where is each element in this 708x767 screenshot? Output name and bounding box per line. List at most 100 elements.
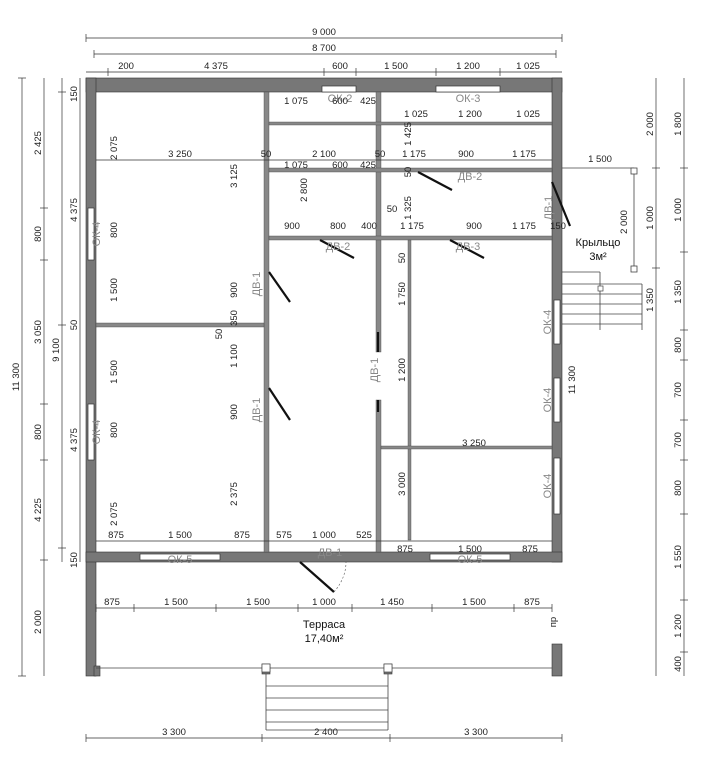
dim-50-d: 50: [387, 204, 398, 215]
terrace-area: 17,40м²: [305, 633, 344, 645]
dim-1175-d: 1 175: [512, 221, 536, 232]
dim-1425: 1 425: [403, 122, 414, 146]
dim-1500-b: 1 500: [109, 278, 120, 302]
dim-width-total: 9 000: [312, 27, 336, 38]
dim-1000-right: 1 000: [673, 198, 684, 222]
top-dimensions: 9 000 8 700 200 4 375 600 1 500 1 200 1 …: [85, 27, 563, 76]
dim-3000: 3 000: [397, 472, 408, 496]
dim-terrace-1500-c: 1 500: [462, 597, 486, 608]
dim-height-right: 11 300: [567, 366, 578, 394]
doors: [268, 171, 572, 593]
dim-1550-right: 1 550: [673, 545, 684, 569]
dim-1100: 1 100: [229, 344, 240, 368]
dim-terrace-1500-b: 1 500: [246, 597, 270, 608]
dim-50-b: 50: [375, 149, 386, 160]
label-dv1-entry: ДВ-1: [318, 547, 343, 559]
dim-525: 525: [356, 530, 372, 541]
dim-400: 400: [361, 221, 377, 232]
window-ok4-right-a: [553, 299, 561, 345]
dim-875-d: 875: [522, 544, 538, 555]
door-dv3: [449, 239, 485, 259]
door-dv1-a: [268, 271, 291, 303]
dim-2800: 2 800: [299, 178, 310, 202]
dim-4375-left-a: 4 375: [69, 198, 80, 222]
left-dimensions: 11 300 2 425 800 3 050 800 4 225 2 000 9…: [11, 77, 81, 677]
porch-area: 3м²: [589, 251, 607, 263]
dim-2425: 2 425: [33, 131, 44, 155]
door-dv1-porch: [550, 181, 572, 227]
dim-900-b: 900: [284, 221, 300, 232]
window-ok4-left-top: [87, 207, 95, 261]
label-dv1-a: ДВ-1: [251, 272, 263, 297]
porch-label: Крыльцо: [576, 237, 621, 249]
dim-875-c: 875: [397, 544, 413, 555]
terrace-label: Терраса: [303, 619, 346, 631]
dim-700-right-b: 700: [673, 432, 684, 448]
dim-1175-b: 1 175: [512, 149, 536, 160]
window-ok4-right-c: [553, 457, 561, 515]
dim-150-left-bottom: 150: [69, 552, 80, 568]
dim-50-a: 50: [261, 149, 272, 160]
label-ok4-left-bottom: ОК-4: [91, 420, 103, 445]
terrace: 875 1 500 1 500 1 000 1 450 1 500 875 Те…: [95, 597, 559, 669]
dim-height-house: 9 100: [51, 338, 62, 362]
dim-1325: 1 325: [403, 196, 414, 220]
dim-3125: 3 125: [229, 164, 240, 188]
dim-800-right-b: 800: [673, 480, 684, 496]
door-dv2-b: [417, 171, 453, 191]
label-ok5-left: ОК-5: [168, 554, 193, 566]
dim-900-c: 900: [466, 221, 482, 232]
dim-1000-b: 1 000: [312, 530, 336, 541]
dim-1350-right-b: 1 350: [645, 288, 656, 312]
dim-terrace-1500-a: 1 500: [164, 597, 188, 608]
dim-1500-c: 1 500: [109, 360, 120, 384]
dim-900-e: 900: [229, 404, 240, 420]
dim-900-a: 900: [458, 149, 474, 160]
dim-900-d: 900: [229, 282, 240, 298]
dim-875-a: 875: [108, 530, 124, 541]
dim-height-total: 11 300: [11, 363, 22, 391]
dim-4375-left-b: 4 375: [69, 428, 80, 452]
dim-600-top: 600: [332, 61, 348, 72]
label-dv2-b: ДВ-2: [458, 171, 483, 183]
dim-1500-top: 1 500: [384, 61, 408, 72]
dim-1500-d: 1 500: [168, 530, 192, 541]
dim-3300-right: 3 300: [464, 727, 488, 738]
dim-2075-b: 2 075: [109, 502, 120, 526]
dim-600-b: 600: [332, 160, 348, 171]
dim-50-c: 50: [403, 167, 414, 178]
dim-800-right-a: 800: [673, 337, 684, 353]
dim-150-left-top: 150: [69, 86, 80, 102]
window-ok5-right: [429, 553, 511, 561]
interior-walls: [95, 91, 553, 553]
label-dv3: ДВ-3: [456, 241, 481, 253]
dim-50-e: 50: [397, 253, 408, 264]
label-dv1-b: ДВ-1: [251, 398, 263, 423]
dim-800-left-b: 800: [33, 424, 44, 440]
dim-1500-porch: 1 500: [588, 154, 612, 165]
label-ok4-left-top: ОК-4: [91, 222, 103, 247]
dim-3300-left: 3 300: [162, 727, 186, 738]
label-ok5-right: ОК-5: [458, 554, 483, 566]
exterior-walls: [85, 77, 563, 677]
window-ok4-left-bottom: [87, 403, 95, 461]
dim-150-porch: 150: [550, 221, 566, 232]
window-ok2: [321, 85, 357, 93]
dim-800-left-a: 800: [33, 226, 44, 242]
dim-1025-c: 1 025: [516, 109, 540, 120]
dim-terrace-875-b: 875: [524, 597, 540, 608]
dim-1075-b: 1 075: [284, 160, 308, 171]
right-dimensions: 1 800 1 000 1 350 800 700 700 800 1 550 …: [567, 78, 688, 676]
dim-575: 575: [276, 530, 292, 541]
dim-1200-c: 1 200: [397, 358, 408, 382]
dim-terrace-1000: 1 000: [312, 597, 336, 608]
porch: Крыльцо 3м²: [562, 167, 643, 330]
dim-2075-a: 2 075: [109, 136, 120, 160]
dim-350: 350: [229, 310, 240, 326]
label-ok4-right-a: ОК-4: [542, 310, 554, 335]
dim-700-right-a: 700: [673, 382, 684, 398]
label-dv2-a: ДВ-2: [326, 241, 351, 253]
dim-425-a: 425: [360, 96, 376, 107]
dim-1200-top: 1 200: [456, 61, 480, 72]
